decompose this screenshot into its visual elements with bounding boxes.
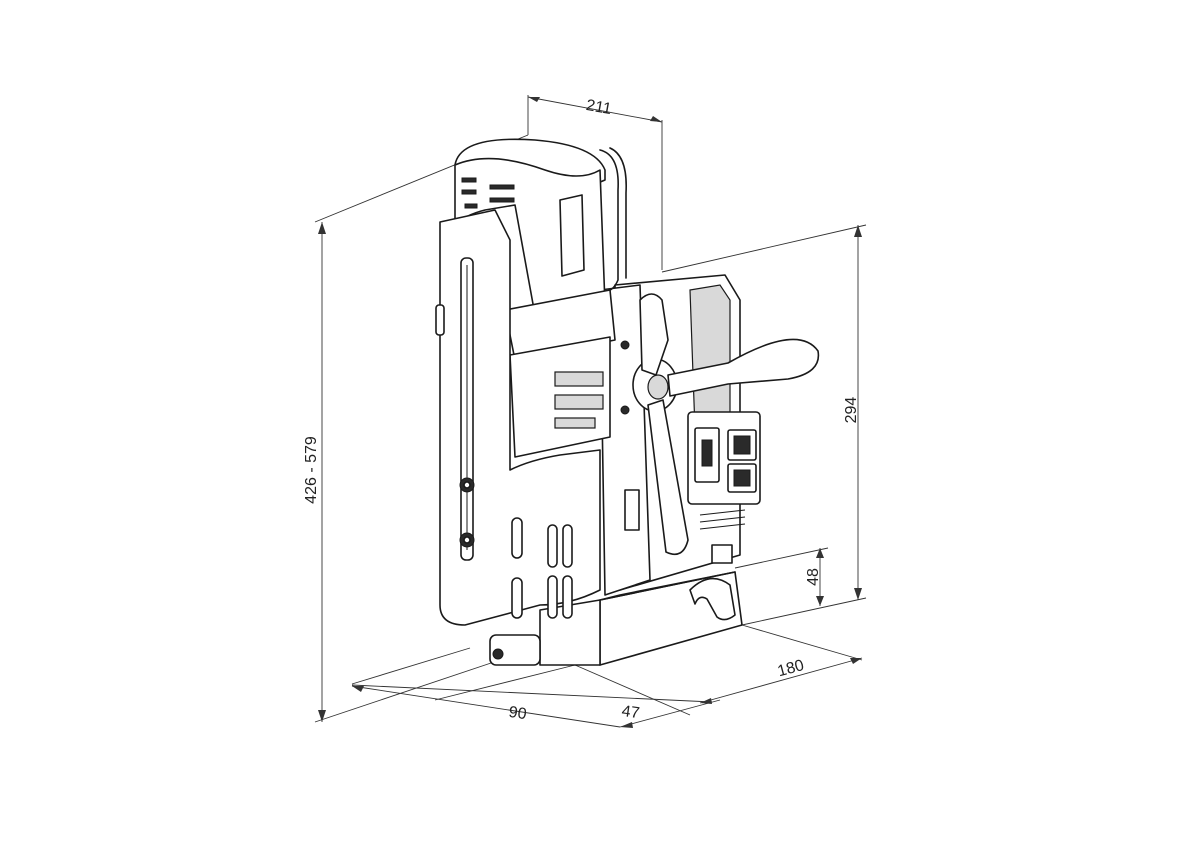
dim-total-height-label: 426 - 579	[303, 436, 320, 504]
dim-211-label: 211	[585, 97, 613, 118]
front-slide	[435, 209, 601, 666]
motor	[454, 138, 627, 458]
drill-machine	[435, 138, 820, 666]
dim-180-label: 180	[776, 657, 806, 680]
dimension-lines	[314, 95, 867, 728]
feed-handles	[632, 293, 820, 556]
dim-47-label: 47	[621, 703, 641, 722]
dim-294-label: 294	[843, 397, 860, 424]
drill-column	[599, 284, 651, 596]
dim-90-label: 90	[508, 704, 528, 723]
dim-48-label: 48	[805, 568, 822, 586]
